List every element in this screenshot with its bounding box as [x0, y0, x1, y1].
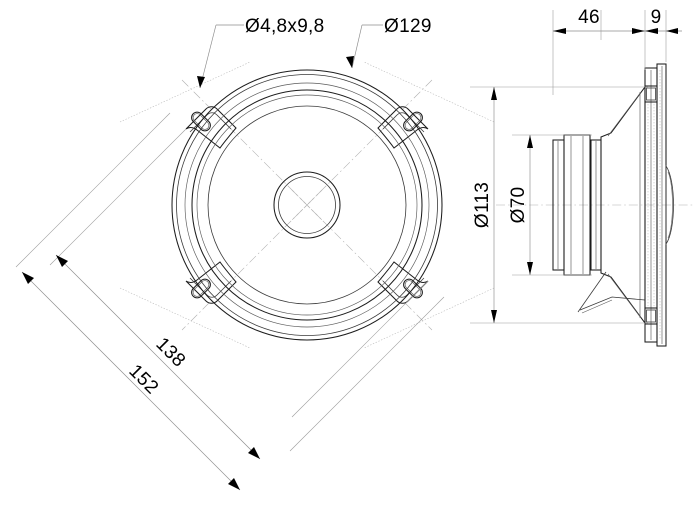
dim-label-70: Ø70: [508, 187, 529, 224]
dimension-113: Ø113: [470, 86, 648, 324]
dim-label-138: 138: [151, 334, 189, 372]
mounting-flange: [644, 63, 667, 347]
dust-cap: [273, 171, 341, 239]
leader-outer-diameter: [346, 24, 383, 69]
dimension-70: Ø70: [508, 134, 592, 276]
dim-label-46: 46: [578, 7, 600, 28]
dim-label-9: 9: [651, 7, 662, 28]
front-view: [119, 61, 495, 349]
terminal-wire: [577, 271, 646, 314]
dim-label-152: 152: [124, 361, 162, 399]
section-hatch-guides: [647, 70, 661, 340]
leader-hole-slot: [197, 24, 244, 89]
side-section-view: [496, 63, 694, 347]
cone-surround-rings: [191, 89, 423, 321]
dim-label-hole-slot: Ø4,8x9,8: [245, 16, 325, 37]
dim-label-outer-diameter: Ø129: [384, 16, 432, 37]
flange-lug-bottom: [644, 307, 658, 325]
dimension-9: 9: [645, 7, 682, 62]
dim-label-113: Ø113: [472, 182, 493, 228]
flange-face-detail: [665, 165, 674, 245]
dimension-152: 152: [15, 112, 445, 491]
front-view-center-mark: [291, 189, 323, 221]
dimension-46: 46: [552, 7, 646, 95]
flange-lug-top: [644, 85, 658, 103]
driver-flange-rings: [171, 69, 443, 341]
